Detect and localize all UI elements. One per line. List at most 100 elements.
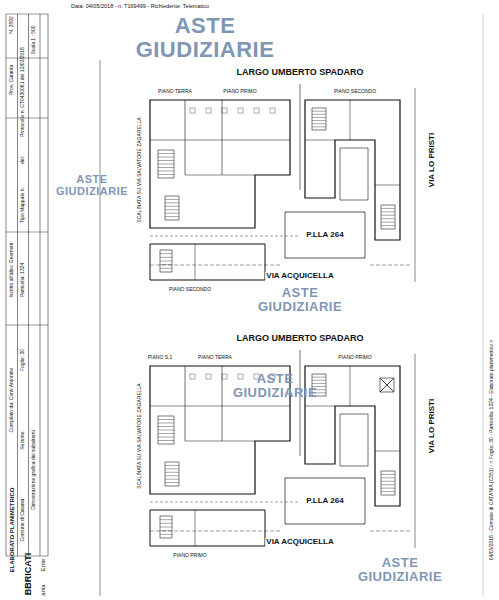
unit-wall xyxy=(185,175,255,176)
stair-step xyxy=(158,164,174,165)
room-tag xyxy=(190,108,195,113)
strip-rule xyxy=(28,14,29,556)
stair-step xyxy=(158,430,174,431)
building-outline xyxy=(305,100,400,240)
stair-outline xyxy=(165,196,179,220)
stair-step xyxy=(158,423,174,424)
building-outline xyxy=(150,100,290,228)
parcel-outline xyxy=(285,478,365,524)
room-tag xyxy=(238,374,243,379)
stair-step xyxy=(165,468,179,469)
plan-label: LARGO UMBERTO SPADARO xyxy=(235,334,364,344)
stair-step xyxy=(158,440,174,441)
building-outline xyxy=(305,366,400,506)
watermark: ASTE GIUDIZIARIE xyxy=(226,372,324,401)
plan-label: VIA ACQUICELLA xyxy=(265,272,334,281)
plan-label: VIA LO PRISTI xyxy=(428,398,437,454)
stair-step xyxy=(160,527,172,528)
plan-label: PIANO TERRA xyxy=(157,89,193,95)
stair-step xyxy=(165,213,179,214)
stair-step xyxy=(160,534,172,535)
stair-outline xyxy=(158,416,174,444)
stair-step xyxy=(312,383,326,384)
stair-step xyxy=(165,482,179,483)
stair-step xyxy=(160,523,172,524)
plan-label: P.LLA 264 xyxy=(305,231,344,240)
strip-rule xyxy=(48,14,49,556)
stair-step xyxy=(160,257,172,258)
plan-label: PIANO PRIMO xyxy=(337,355,372,361)
void-mark xyxy=(380,378,394,392)
watermark: ASTE GIUDIZIARIE xyxy=(51,173,134,197)
title-block-field: Protocollo n. CT0430061 del 12/03/2018 xyxy=(20,47,26,137)
stair-step xyxy=(165,465,179,466)
plan-label: PIANO SECONDO xyxy=(168,287,212,293)
stair-step xyxy=(158,160,174,161)
courtyard-wing xyxy=(340,148,368,200)
strip-rule xyxy=(40,14,41,556)
unit-wall xyxy=(185,441,255,442)
stair-step xyxy=(381,474,395,475)
unit-wall xyxy=(150,406,290,407)
title-block-field: N. 3592 xyxy=(9,16,15,34)
plan-label: PIANO PRIMO xyxy=(172,553,207,559)
street-edge xyxy=(150,531,280,532)
title-block-field: Compilato da: Conti Antonino xyxy=(9,368,15,433)
title-strip xyxy=(6,14,48,556)
street-edge xyxy=(415,354,416,548)
stair-step xyxy=(160,253,172,254)
room-tag xyxy=(190,374,195,379)
void-mark xyxy=(380,378,394,392)
stair-step xyxy=(381,222,395,223)
unit-wall xyxy=(350,366,351,406)
street-edge xyxy=(370,531,412,532)
stair-step xyxy=(160,268,172,269)
room-tag xyxy=(254,108,259,113)
building-outline xyxy=(150,510,265,546)
title-block-field: BBRICATI xyxy=(24,553,34,595)
building-outline xyxy=(150,244,265,280)
stair-outline xyxy=(160,250,172,272)
unit-wall xyxy=(305,140,335,141)
floor-plan xyxy=(150,84,415,282)
title-block-field: Prov. Catania xyxy=(9,65,15,95)
parcel-outline xyxy=(285,212,365,258)
unit-wall xyxy=(195,244,196,280)
strip-rule xyxy=(6,118,48,119)
title-block-field: Dimostrazione grafica dei subalterni xyxy=(31,430,37,509)
stair-step xyxy=(381,491,395,492)
plan-label: VIA LO PRISTI xyxy=(428,132,437,188)
stair-step xyxy=(312,123,326,124)
room-tag xyxy=(222,108,227,113)
stair-outline xyxy=(381,471,395,495)
stair-outline xyxy=(158,150,174,178)
stair-step xyxy=(158,153,174,154)
room-tag xyxy=(222,374,227,379)
watermark: ASTE GIUDIZIARIE xyxy=(123,14,288,62)
strip-rule xyxy=(17,14,18,556)
stair-step xyxy=(312,377,326,378)
strip-rule xyxy=(6,58,48,59)
view-divider xyxy=(300,84,301,190)
title-block-field: Sezione: xyxy=(20,430,26,449)
street-edge xyxy=(150,265,280,266)
stair-step xyxy=(158,167,174,168)
view-divider xyxy=(150,236,300,237)
unit-wall xyxy=(375,451,400,452)
floor-plan xyxy=(150,350,415,548)
stair-step xyxy=(158,174,174,175)
strip-rule xyxy=(6,14,48,15)
stair-step xyxy=(158,171,174,172)
title-block-field: Scala 1 : 500 xyxy=(31,25,37,54)
stair-step xyxy=(165,475,179,476)
watermark: ASTE GIUDIZIARIE xyxy=(251,286,349,315)
strip-rule xyxy=(6,14,7,556)
plan-label: VIA ACQUICELLA xyxy=(265,538,334,547)
title-block-field: Ente xyxy=(40,559,47,571)
plan-label: PIANO PRIMO xyxy=(222,89,257,95)
plan-label: SCALINATA SU VIA SALVATORE ZAGARELLA xyxy=(137,116,143,223)
title-block-field: Comune di Catania xyxy=(20,499,26,542)
plan-label: PIANO TERRA xyxy=(197,355,233,361)
room-tag xyxy=(270,108,275,113)
